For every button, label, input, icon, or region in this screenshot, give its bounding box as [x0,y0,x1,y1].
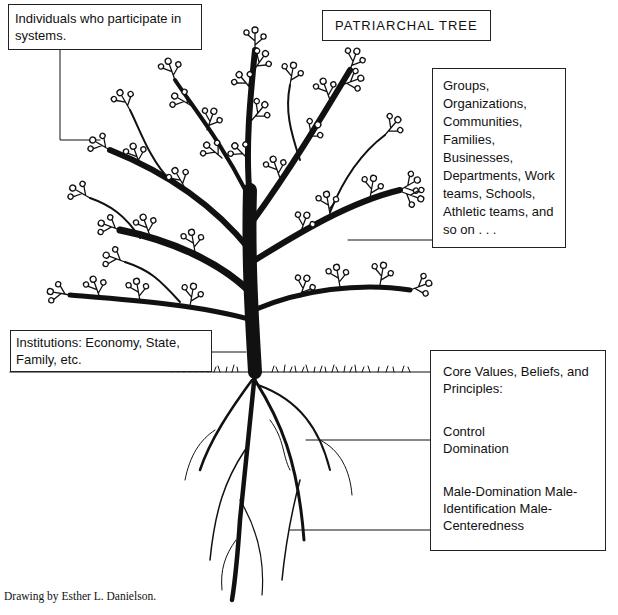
callout-box: Groups, Organizations, Communities, Fami… [432,68,566,248]
node-heading: Groups, Organizations, Communities, Fami… [443,77,555,239]
callout-box: Core Values, Beliefs, and Principles: Con… [430,350,606,551]
node-text: Control Domination [443,423,533,457]
callout-box: Individuals who participate in systems. [8,4,202,50]
callout-box: Institutions: Economy, State, Family, et… [10,330,212,372]
title-box: PATRIARCHAL TREE [322,10,491,41]
node-heading: Individuals who participate in systems. [15,10,195,44]
caption: Drawing by Esther L. Danielson. [4,590,156,602]
node-heading: PATRIARCHAL TREE [335,17,478,34]
node-heading: Core Values, Beliefs, and Principles: [443,363,593,397]
node-text: Male-Domination Male-Identification Male… [443,483,593,534]
node-heading: Institutions: Economy, State, Family, et… [16,334,206,368]
